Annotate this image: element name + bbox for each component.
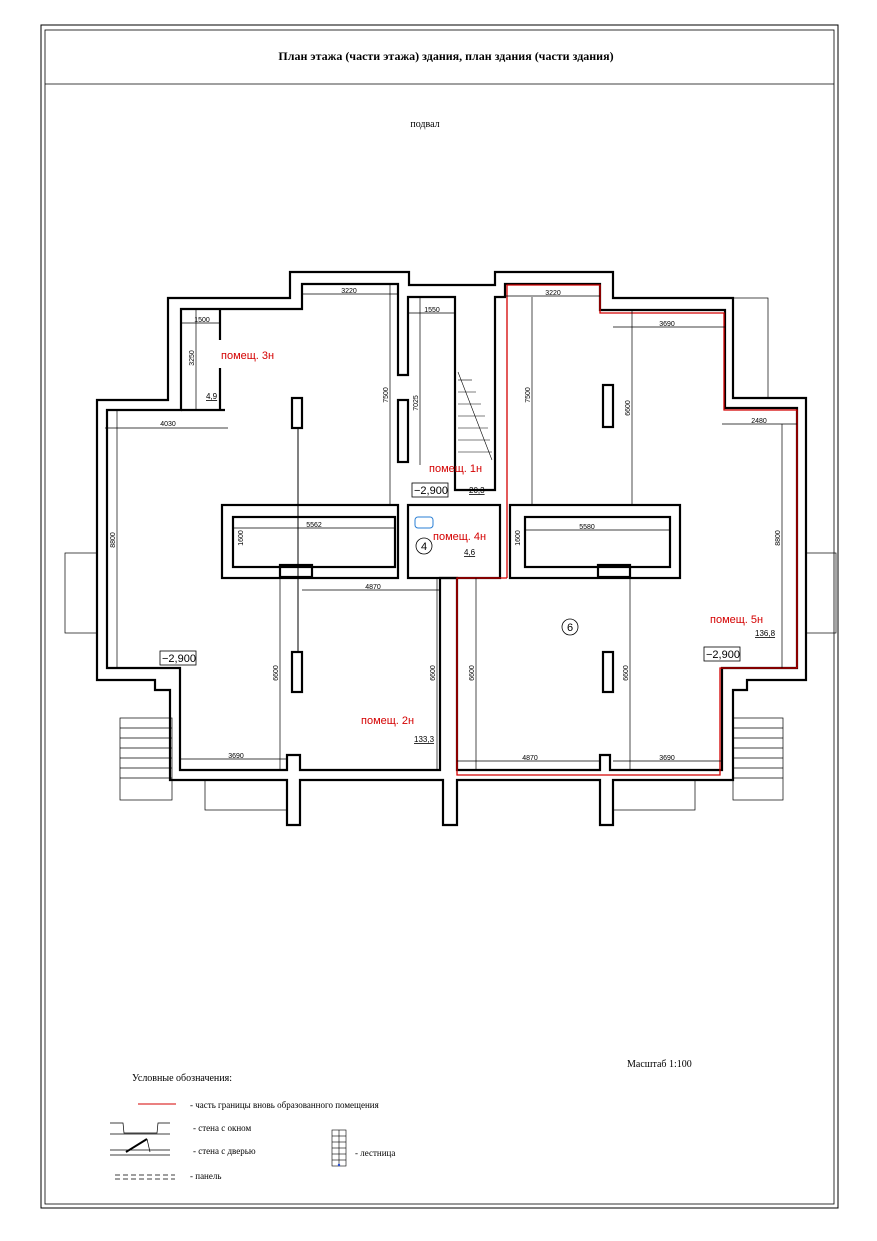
svg-text:6600: 6600	[625, 400, 632, 416]
window-wall-symbol	[110, 1122, 170, 1135]
svg-text:4: 4	[421, 541, 427, 553]
svg-text:4870: 4870	[365, 584, 381, 591]
room-4n-label: помещ. 4н	[433, 531, 486, 543]
svg-text:8800: 8800	[775, 530, 782, 546]
room-5n-area: 136,8	[755, 629, 776, 638]
inner-frame	[44, 29, 835, 1205]
room-1n-label: помещ. 1н	[429, 463, 482, 475]
svg-text:- панель: - панель	[190, 1171, 221, 1181]
level-marks: −2,900 −2,900 −2,900	[159, 482, 741, 666]
svg-text:5562: 5562	[306, 522, 322, 529]
svg-text:3690: 3690	[659, 755, 675, 762]
stairs-symbol	[331, 1129, 347, 1167]
room-5n-label: помещ. 5н	[710, 614, 763, 626]
svg-text:3250: 3250	[189, 350, 196, 366]
svg-text:6600: 6600	[430, 665, 437, 681]
svg-text:1550: 1550	[424, 307, 440, 314]
svg-text:1600: 1600	[515, 530, 522, 546]
svg-text:6600: 6600	[623, 665, 630, 681]
legend-title: Условные обозначения:	[132, 1073, 232, 1084]
svg-text:−2,900: −2,900	[706, 649, 740, 661]
svg-text:3690: 3690	[659, 321, 675, 328]
svg-text:4870: 4870	[522, 755, 538, 762]
svg-text:- часть границы вновь образова: - часть границы вновь образованного поме…	[190, 1100, 379, 1110]
svg-text:- лестница: - лестница	[355, 1148, 395, 1158]
svg-text:- стена с окном: - стена с окном	[193, 1123, 251, 1133]
svg-text:6600: 6600	[469, 665, 476, 681]
floor-name: подвал	[410, 119, 439, 130]
scale-label: Масштаб 1:100	[627, 1059, 692, 1070]
svg-text:2480: 2480	[751, 418, 767, 425]
svg-text:1600: 1600	[238, 530, 245, 546]
sink-icon	[414, 516, 434, 529]
legend: - часть границы вновь образованного поме…	[110, 1100, 395, 1181]
svg-text:3220: 3220	[341, 288, 357, 295]
room-3n-area: 4,9	[206, 392, 218, 401]
svg-text:6600: 6600	[273, 665, 280, 681]
svg-text:−2,900: −2,900	[414, 485, 448, 497]
svg-text:7500: 7500	[383, 387, 390, 403]
room-3n-label: помещ. 3н	[221, 350, 274, 362]
svg-text:1500: 1500	[194, 317, 210, 324]
building-walls	[95, 270, 808, 827]
room-labels: помещ. 3н 4,9 помещ. 1н 20,3 помещ. 4н 4…	[206, 350, 776, 744]
room-2n-label: помещ. 2н	[361, 715, 414, 727]
interior-stairs	[457, 371, 493, 461]
svg-text:7500: 7500	[525, 387, 532, 403]
svg-text:3690: 3690	[228, 753, 244, 760]
page-title: План этажа (части этажа) здания, план зд…	[278, 49, 613, 63]
svg-text:4030: 4030	[160, 421, 176, 428]
entrance-stairs	[64, 297, 837, 811]
door-wall-symbol	[110, 1138, 170, 1156]
room-1n-area: 20,3	[469, 486, 485, 495]
dimension-labels: 3220 1500 3250 4030 1550 7500 7025 3220 …	[110, 288, 782, 762]
svg-text:6: 6	[567, 622, 573, 634]
svg-text:−2,900: −2,900	[162, 653, 196, 665]
svg-text:7025: 7025	[413, 395, 420, 411]
room-2n-area: 133,3	[414, 735, 435, 744]
svg-text:5580: 5580	[579, 524, 595, 531]
room-4n-area: 4,6	[464, 548, 476, 557]
svg-text:8800: 8800	[110, 532, 117, 548]
svg-text:- стена с дверью: - стена с дверью	[193, 1146, 256, 1156]
outer-frame	[40, 24, 839, 1209]
dimension-lines	[105, 285, 797, 770]
svg-text:3220: 3220	[545, 290, 561, 297]
room-markers: 4 6	[415, 537, 579, 636]
new-room-boundary	[456, 284, 798, 776]
